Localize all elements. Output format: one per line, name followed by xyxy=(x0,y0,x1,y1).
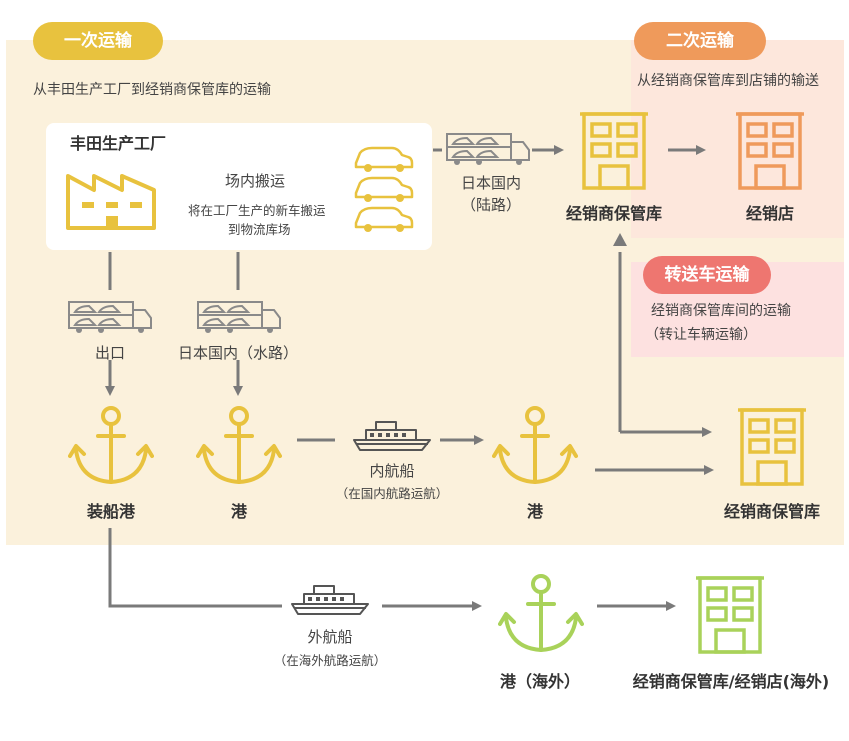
dealer-store-label: 经销店 xyxy=(745,204,794,223)
inland-ship-note: （在国内航路运航） xyxy=(335,486,449,501)
overseas-destination-label: 经销商保管库/经销店(海外) xyxy=(632,672,830,691)
route-domestic-land-line2: （陆路） xyxy=(460,196,521,214)
factory-icon xyxy=(66,174,156,230)
domestic-port-label: 港 xyxy=(230,502,247,521)
inland-ship-icon xyxy=(353,421,431,451)
overseas-destination-building-icon xyxy=(696,576,764,654)
inner-move-desc-1: 将在工厂生产的新车搬运 xyxy=(188,203,326,218)
factory-title: 丰田生产工厂 xyxy=(70,134,167,153)
loading-port-label: 装船港 xyxy=(86,502,135,521)
transfer-transport-badge: 转送车运输 xyxy=(643,256,771,294)
secondary-transport-badge: 二次运输 xyxy=(634,22,766,60)
inland-ship-label: 内航船 xyxy=(369,462,415,480)
warehouse-top-building-icon xyxy=(580,112,648,190)
domestic-water-truck-icon xyxy=(197,301,281,333)
warehouse-mid-building-icon xyxy=(738,408,806,486)
route-domestic-water-label: 日本国内（水路） xyxy=(177,344,298,362)
car-icon-group xyxy=(354,146,414,232)
destination-port-anchor-icon xyxy=(492,406,578,484)
loading-port-anchor-icon xyxy=(68,406,154,484)
route-domestic-land-line1: 日本国内 xyxy=(460,174,521,192)
dealer-store-building-icon xyxy=(736,112,804,190)
inner-move-label: 场内搬运 xyxy=(225,172,286,190)
destination-port-label: 港 xyxy=(526,502,543,521)
warehouse-top-label: 经销商保管库 xyxy=(565,204,662,223)
transfer-transport-line2: （转让车辆运输） xyxy=(645,327,757,343)
ocean-ship-icon xyxy=(291,585,369,615)
warehouse-mid-label: 经销商保管库 xyxy=(723,502,820,521)
car-carrier-truck-icon xyxy=(446,133,530,165)
primary-transport-badge: 一次运输 xyxy=(33,22,163,60)
transfer-transport-line1: 经销商保管库间的运输 xyxy=(651,303,791,319)
overseas-port-anchor-icon xyxy=(498,574,584,652)
ocean-ship-label: 外航船 xyxy=(307,628,353,646)
export-truck-icon xyxy=(68,301,152,333)
domestic-port-anchor-icon xyxy=(196,406,282,484)
secondary-transport-panel xyxy=(631,40,844,238)
ocean-ship-note: （在海外航路运航） xyxy=(273,653,387,668)
primary-transport-subtitle: 从丰田生产工厂到经销商保管库的运输 xyxy=(33,82,271,98)
inner-move-desc-2: 到物流库场 xyxy=(228,222,291,237)
overseas-port-label: 港（海外） xyxy=(499,672,580,691)
route-export-label: 出口 xyxy=(94,344,125,362)
secondary-transport-subtitle: 从经销商保管库到店铺的输送 xyxy=(637,73,819,89)
